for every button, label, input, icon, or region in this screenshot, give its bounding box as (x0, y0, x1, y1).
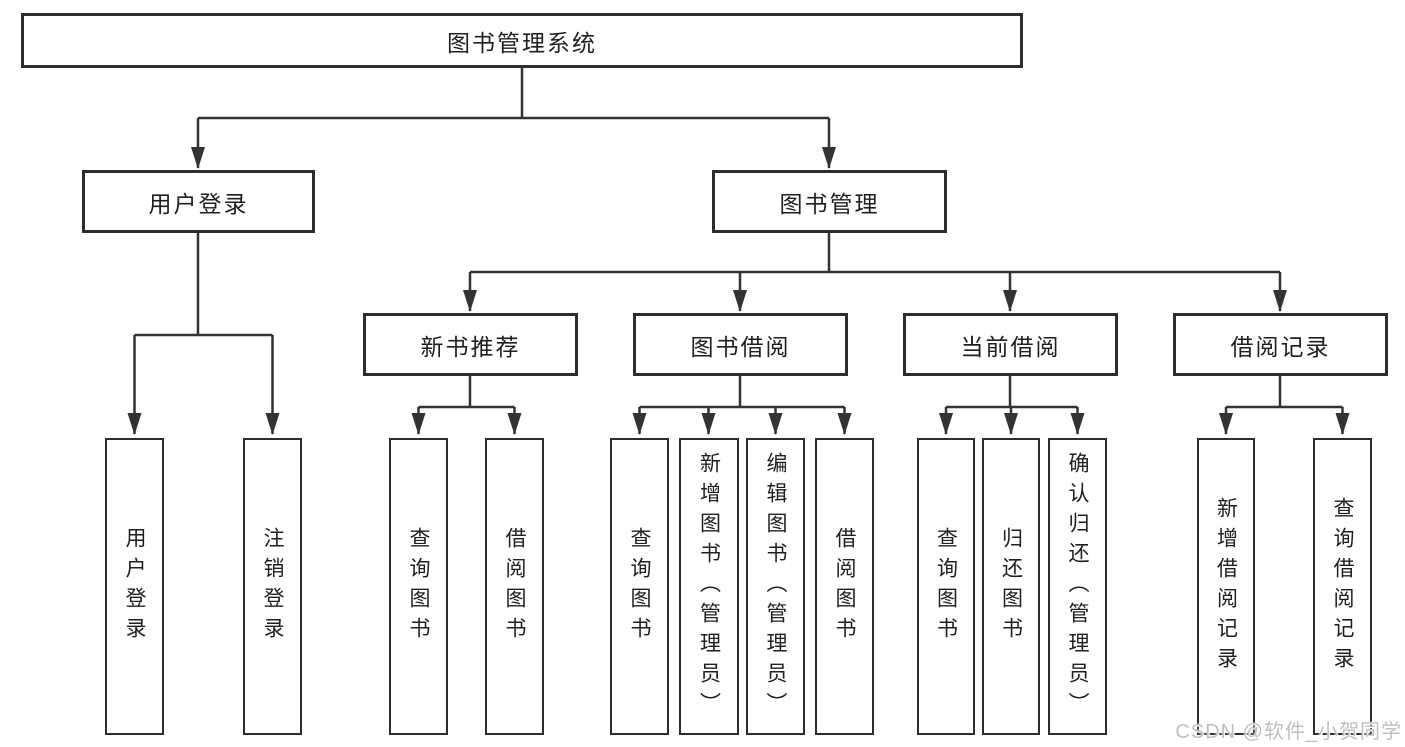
leaf-confirm-return-admin-label: 确认归还（管理员） (1066, 451, 1089, 722)
leaf-borrow-book-recommend-label: 借阅图书 (503, 526, 526, 647)
leaf-add-book-admin-label: 新增图书（管理员） (697, 451, 721, 722)
leaf-edit-book-admin-label: 编辑图书（管理员） (764, 451, 787, 722)
leaf-logout: 注销登录 (243, 438, 302, 735)
leaf-query-book-recommend: 查询图书 (389, 438, 448, 735)
leaf-add-borrow-record-label: 新增借阅记录 (1214, 496, 1238, 677)
leaf-query-book-recommend-label: 查询图书 (407, 526, 430, 647)
node-root: 图书管理系统 (21, 13, 1023, 68)
node-user-login: 用户登录 (82, 170, 315, 233)
leaf-query-book-current-label: 查询图书 (934, 526, 958, 647)
node-new-book-recommend-label: 新书推荐 (420, 333, 521, 360)
node-new-book-recommend: 新书推荐 (363, 313, 578, 376)
leaf-return-book-label: 归还图书 (999, 526, 1023, 647)
leaf-query-book-borrow-label: 查询图书 (628, 526, 651, 647)
csdn-watermark: CSDN @软件_小贺同学 (1175, 721, 1402, 743)
node-book-management: 图书管理 (712, 170, 947, 233)
node-root-label: 图书管理系统 (447, 29, 597, 56)
leaf-borrow-book: 借阅图书 (815, 438, 874, 735)
node-book-borrow-label: 图书借阅 (690, 333, 791, 360)
node-user-login-label: 用户登录 (148, 190, 249, 217)
node-book-management-label: 图书管理 (779, 190, 880, 217)
leaf-user-login: 用户登录 (105, 438, 164, 735)
leaf-query-borrow-record-label: 查询借阅记录 (1331, 496, 1354, 677)
leaf-add-borrow-record: 新增借阅记录 (1197, 438, 1255, 735)
leaf-query-book-borrow: 查询图书 (610, 438, 669, 735)
leaf-add-book-admin: 新增图书（管理员） (679, 438, 739, 735)
leaf-query-book-current: 查询图书 (917, 438, 975, 735)
node-current-borrow: 当前借阅 (903, 313, 1118, 376)
leaf-query-borrow-record: 查询借阅记录 (1313, 438, 1372, 735)
node-book-borrow: 图书借阅 (633, 313, 848, 376)
leaf-user-login-label: 用户登录 (123, 526, 146, 647)
leaf-borrow-book-label: 借阅图书 (833, 526, 856, 647)
leaf-return-book: 归还图书 (982, 438, 1040, 735)
leaf-borrow-book-recommend: 借阅图书 (485, 438, 544, 735)
node-borrow-records-label: 借阅记录 (1230, 333, 1331, 360)
node-current-borrow-label: 当前借阅 (960, 333, 1061, 360)
leaf-logout-label: 注销登录 (261, 526, 284, 647)
node-borrow-records: 借阅记录 (1173, 313, 1388, 376)
leaf-confirm-return-admin: 确认归还（管理员） (1048, 438, 1107, 735)
leaf-edit-book-admin: 编辑图书（管理员） (746, 438, 805, 735)
